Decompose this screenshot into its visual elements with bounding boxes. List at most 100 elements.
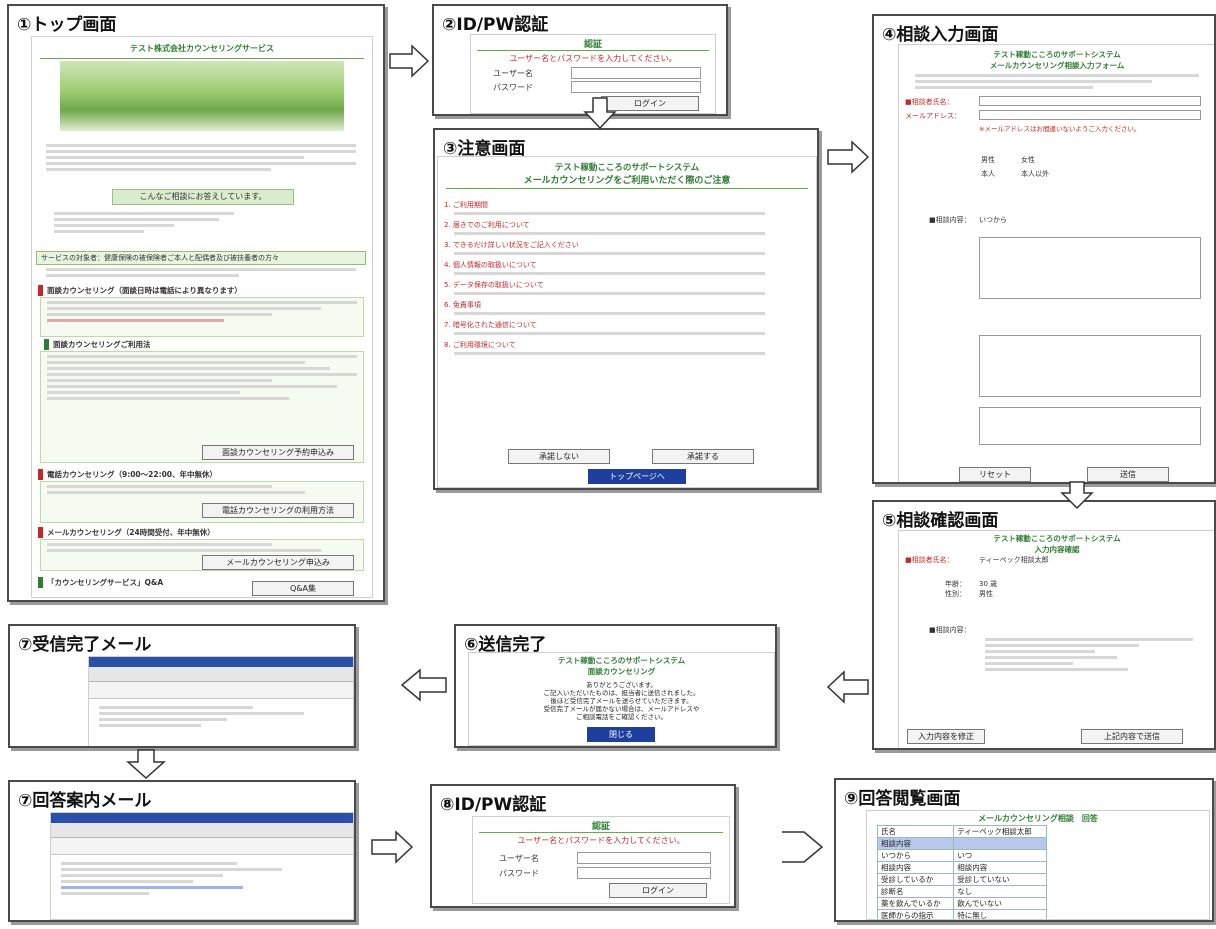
table-cell: いつ — [953, 849, 1047, 862]
content-value: いつから — [979, 216, 1007, 224]
table-cell: 受診していない — [953, 873, 1047, 886]
done-msg-1: ありがとうございます。 — [586, 681, 657, 689]
panel-confirm: ⑤相談確認画面 テスト稼動こころのサポートシステム 入力内容確認 ■相談者氏名：… — [872, 500, 1216, 750]
mail-header — [51, 838, 353, 855]
textarea-3[interactable] — [979, 407, 1201, 445]
pass-input[interactable] — [577, 867, 711, 879]
done-msg-2: ご記入いただいたものは、担当者に送信されました。 — [543, 689, 700, 697]
pass-input[interactable] — [571, 81, 701, 93]
table-cell: 飲んでいない — [953, 897, 1047, 910]
confirm-gender-label: 性別： — [945, 590, 966, 598]
textarea-1[interactable] — [979, 237, 1201, 299]
panel-title: ④相談入力画面 — [882, 25, 999, 45]
pass-label: パスワード — [499, 869, 539, 878]
arrow-right-8-9 — [782, 831, 824, 863]
table-row: いつからいつ — [876, 849, 1047, 862]
text-line — [454, 212, 766, 215]
text-line — [454, 232, 766, 235]
text-line — [454, 332, 766, 335]
table-cell: 薬を飲んでいるか — [876, 897, 955, 910]
notice-list: 1. ご利用期間 2. 届きでのご利用について 3. できるだけ詳しい状況をご記入く… — [444, 195, 810, 357]
qa-section-title: 「カウンセリングサービス」Q&A — [38, 577, 163, 588]
table-cell: 医師からの指示 — [876, 909, 955, 919]
mail-toolbar — [51, 823, 353, 838]
user-input[interactable] — [577, 852, 711, 864]
name-input[interactable] — [979, 96, 1201, 106]
target-note: サービスの対象者：健康保険の被保険者ご本人と配偶者及び被扶養者の方々 — [36, 251, 366, 265]
table-cell: ティーペック相談太郎 — [953, 825, 1047, 838]
consult-banner: こんなご相談にお答えしています。 — [112, 189, 294, 205]
auth-prompt: ユーザー名とパスワードを入力してください。 — [517, 836, 685, 845]
top-page-button[interactable]: トップページへ — [588, 469, 686, 484]
table-row: 氏名ティーペック相談太郎 — [876, 825, 1047, 838]
qa-button[interactable]: Q&A集 — [252, 581, 354, 596]
textarea-2[interactable] — [979, 335, 1201, 397]
mail-titlebar — [89, 657, 353, 667]
confirm-subtitle: 入力内容確認 — [1034, 545, 1080, 554]
target-self[interactable]: 本人 — [981, 170, 995, 178]
mail-section-title: メールカウンセリング（24時間受付、年中無休） — [38, 527, 215, 538]
table-row: 受診しているか受診していない — [876, 873, 1047, 886]
email-input[interactable] — [979, 110, 1201, 120]
panel-title: ③注意画面 — [443, 139, 526, 159]
panel-send-done: ⑥送信完了 テスト稼動こころのサポートシステム 面談カウンセリング ありがとうご… — [454, 624, 777, 748]
panel-input-form: ④相談入力画面 テスト稼動こころのサポートシステム メールカウンセリング相談入力… — [872, 14, 1216, 484]
tel-usage-button[interactable]: 電話カウンセリングの利用方法 — [202, 503, 354, 518]
arrow-left-5-6 — [826, 670, 869, 704]
confirm-gender-value: 男性 — [979, 590, 993, 598]
input-subtitle: メールカウンセリング相談入力フォーム — [989, 61, 1125, 70]
close-button[interactable]: 閉じる — [587, 727, 655, 742]
mail-toolbar — [89, 667, 353, 682]
notice-screenshot: テスト稼動こころのサポートシステム メールカウンセリングをご利用いただく際のご注… — [437, 156, 817, 488]
agree-button[interactable]: 承諾する — [652, 449, 754, 464]
face-booking-button[interactable]: 面談カウンセリング予約申込み — [202, 445, 354, 460]
reset-button[interactable]: リセット — [959, 467, 1031, 482]
arrow-right-7-8 — [371, 830, 414, 864]
notice-item: 2. 届きでのご利用について — [444, 221, 530, 229]
mail-apply-button[interactable]: メールカウンセリング申込み — [202, 555, 354, 570]
table-row: 相談内容 — [876, 837, 1047, 850]
done-screenshot: テスト稼動こころのサポートシステム 面談カウンセリング ありがとうございます。 … — [468, 652, 775, 746]
notice-item: 5. データ保存の取扱いについて — [444, 281, 544, 289]
input-screenshot: テスト稼動こころのサポートシステム メールカウンセリング相談入力フォーム ■相談… — [898, 44, 1214, 482]
company-title: テスト株式会社カウンセリングサービス — [130, 44, 274, 53]
notice-item: 3. できるだけ詳しい状況をご記入ください — [444, 241, 579, 249]
gender-male[interactable]: 男性 — [981, 156, 995, 164]
table-cell: 相談内容 — [876, 837, 955, 850]
panel-idpw-auth: ②ID/PW認証 認証 ユーザー名とパスワードを入力してください。 ユーザー名 … — [432, 4, 728, 116]
login-button[interactable]: ログイン — [609, 883, 707, 898]
panel-title: ⑧ID/PW認証 — [440, 795, 547, 815]
answer-mail-window — [50, 812, 354, 920]
send-button[interactable]: 上記内容で送信 — [1081, 729, 1183, 744]
text-line — [454, 272, 766, 275]
arrow-left-6-7 — [400, 668, 447, 702]
fix-button[interactable]: 入力内容を修正 — [907, 729, 985, 744]
disagree-button[interactable]: 承諾しない — [508, 449, 610, 464]
table-cell: 相談内容 — [953, 861, 1047, 874]
auth-heading: 認証 — [479, 819, 723, 833]
mail-titlebar — [51, 813, 353, 823]
auth-screenshot: 認証 ユーザー名とパスワードを入力してください。 ユーザー名 パスワード ログイ… — [470, 34, 716, 114]
receipt-mail-window — [88, 656, 354, 746]
text-line — [454, 312, 766, 315]
text-line — [454, 292, 766, 295]
table-cell: 氏名 — [876, 825, 955, 838]
submit-button[interactable]: 送信 — [1087, 467, 1169, 482]
panel-title: ②ID/PW認証 — [442, 15, 549, 35]
panel-answer-mail: ⑦回答案内メール — [8, 780, 356, 922]
panel-title: ⑥送信完了 — [464, 635, 547, 655]
mail-header — [89, 682, 353, 699]
gender-female[interactable]: 女性 — [1021, 156, 1035, 164]
notice-item: 6. 免責事項 — [444, 301, 481, 309]
tree-banner-image — [60, 61, 344, 131]
face-sub-title: 面談カウンセリングご利用法 — [44, 339, 151, 350]
user-input[interactable] — [571, 67, 701, 79]
notice-item: 4. 個人情報の取扱いについて — [444, 261, 537, 269]
auth-screenshot-2: 認証 ユーザー名とパスワードを入力してください。 ユーザー名 パスワード ログイ… — [472, 816, 730, 904]
confirm-age-label: 年齢： — [945, 580, 966, 588]
target-family[interactable]: 本人以外 — [1021, 170, 1049, 178]
panel-title: ⑤相談確認画面 — [882, 511, 999, 531]
table-cell: なし — [953, 885, 1047, 898]
arrow-right-1-2 — [389, 44, 430, 78]
notice-item: 1. ご利用期間 — [444, 201, 488, 209]
